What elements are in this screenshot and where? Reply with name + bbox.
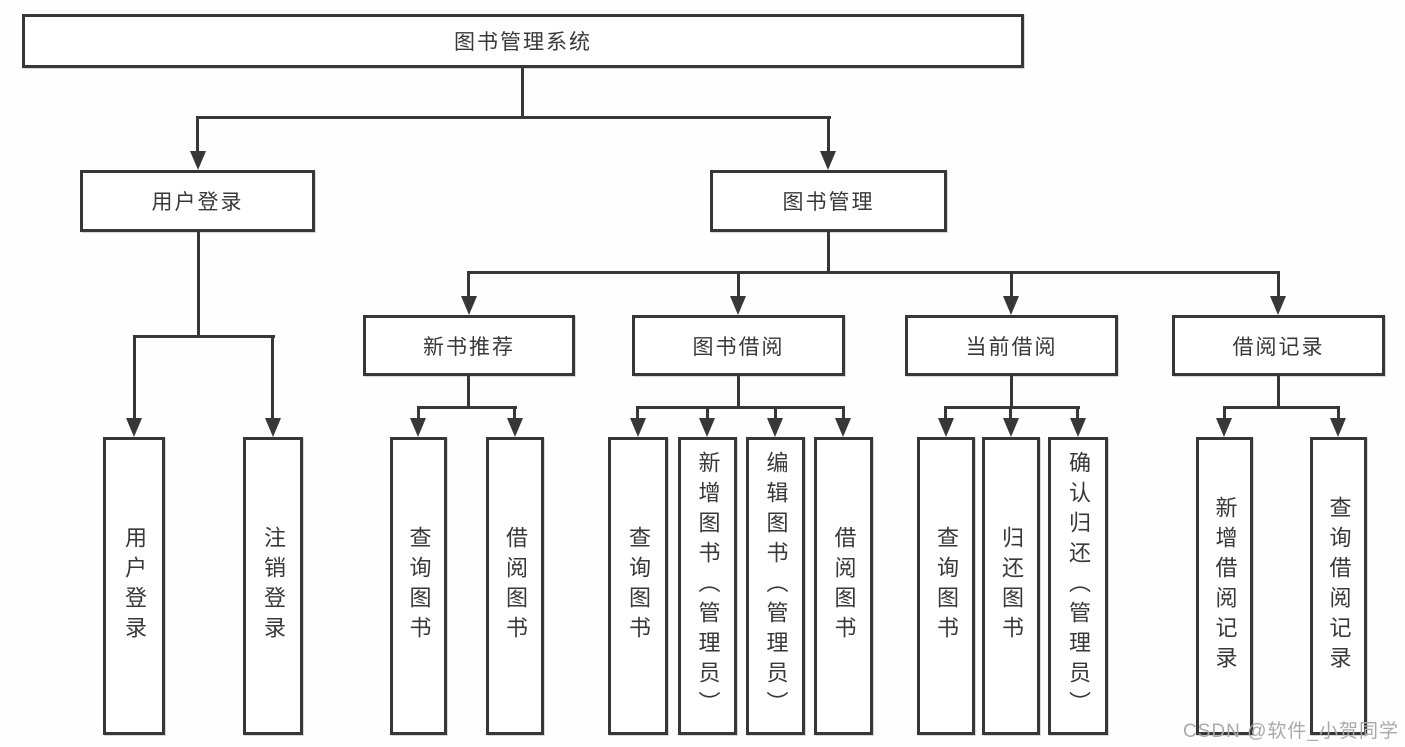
connector-line (196, 116, 199, 152)
arrowhead-down-icon (1003, 296, 1019, 315)
leaf-label: 借阅图书 (831, 526, 857, 646)
connector-line (417, 406, 420, 420)
leaf-label: 借阅图书 (503, 526, 528, 646)
connector-line (467, 376, 470, 409)
leaf-borrow-books: 借阅图书 (814, 437, 873, 735)
leaf-label: 新增借阅记录 (1212, 496, 1238, 676)
leaf-label: 确认归还（管理员） (1066, 451, 1091, 721)
arrowhead-down-icon (730, 296, 746, 315)
leaf-label: 编辑图书（管理员） (763, 451, 789, 721)
node-label: 当前借阅 (965, 335, 1058, 359)
leaf-label: 注销登录 (261, 526, 286, 646)
node-label: 图书管理 (782, 191, 875, 214)
arrowhead-down-icon (461, 296, 477, 315)
node-system-root: 图书管理系统 (22, 14, 1024, 68)
arrowhead-down-icon (767, 418, 783, 437)
arrowhead-down-icon (1216, 418, 1232, 437)
leaf-logout: 注销登录 (243, 437, 303, 735)
connector-line (737, 376, 740, 409)
leaf-label: 查询借阅记录 (1326, 496, 1352, 676)
arrowhead-down-icon (820, 151, 836, 170)
arrowhead-down-icon (126, 418, 142, 437)
arrowhead-down-icon (938, 418, 954, 437)
node-user-login: 用户登录 (80, 170, 315, 232)
node-borrow-records: 借阅记录 (1172, 315, 1385, 376)
node-book-borrow: 图书借阅 (632, 315, 845, 376)
connector-line (521, 68, 524, 119)
leaf-label: 新增图书（管理员） (695, 451, 721, 721)
leaf-edit-books-admin: 编辑图书（管理员） (746, 437, 805, 735)
connector-line (636, 406, 639, 420)
leaf-query-borrow-record: 查询借阅记录 (1310, 437, 1367, 735)
connector-line (1223, 406, 1340, 409)
leaf-query-books-current: 查询图书 (917, 437, 975, 735)
node-label: 图书管理系统 (454, 31, 592, 54)
arrowhead-down-icon (265, 418, 281, 437)
connector-line (1076, 406, 1079, 420)
leaf-label: 用户登录 (122, 526, 147, 646)
connector-line (417, 406, 517, 409)
connector-line (842, 406, 845, 420)
node-label: 图书借阅 (692, 335, 785, 359)
connector-line (1010, 271, 1013, 298)
connector-line (1337, 406, 1340, 420)
node-new-book-recommend: 新书推荐 (363, 315, 575, 376)
leaf-add-borrow-record: 新增借阅记录 (1196, 437, 1253, 735)
leaf-return-books: 归还图书 (982, 437, 1040, 735)
connector-line (197, 232, 200, 338)
arrowhead-down-icon (1003, 418, 1019, 437)
node-book-management: 图书管理 (710, 170, 947, 232)
arrowhead-down-icon (630, 418, 646, 437)
node-label: 新书推荐 (423, 335, 515, 359)
arrowhead-down-icon (835, 418, 851, 437)
connector-line (1010, 376, 1013, 409)
arrowhead-down-icon (699, 418, 715, 437)
leaf-label: 查询图书 (934, 526, 959, 646)
connector-line (467, 271, 470, 298)
node-label: 借阅记录 (1232, 335, 1325, 359)
connector-line (737, 271, 740, 298)
connector-line (944, 406, 1080, 409)
connector-line (513, 406, 516, 420)
csdn-watermark: CSDN @软件_小贺同学 (1183, 721, 1399, 742)
connector-line (1277, 376, 1280, 409)
connector-line (468, 271, 1280, 274)
connector-line (1009, 406, 1012, 420)
leaf-query-books-borrow: 查询图书 (608, 437, 668, 735)
connector-line (271, 335, 274, 419)
arrowhead-down-icon (507, 418, 523, 437)
leaf-label: 查询图书 (626, 526, 651, 646)
connector-line (706, 406, 709, 420)
arrowhead-down-icon (1070, 418, 1086, 437)
connector-line (636, 406, 845, 409)
arrowhead-down-icon (410, 418, 426, 437)
connector-line (133, 335, 136, 419)
node-label: 用户登录 (151, 191, 244, 214)
arrowhead-down-icon (190, 151, 206, 170)
node-current-borrow: 当前借阅 (905, 315, 1118, 376)
leaf-confirm-return-admin: 确认归还（管理员） (1048, 437, 1108, 735)
leaf-borrow-books-recommend: 借阅图书 (486, 437, 544, 735)
leaf-label: 查询图书 (406, 526, 432, 646)
connector-line (774, 406, 777, 420)
connector-line (827, 116, 830, 152)
connector-line (1223, 406, 1226, 420)
arrowhead-down-icon (1330, 418, 1346, 437)
leaf-query-books-recommend: 查询图书 (390, 437, 447, 735)
leaf-user-login: 用户登录 (103, 437, 165, 735)
connector-line (827, 232, 830, 274)
arrowhead-down-icon (1270, 296, 1286, 315)
leaf-label: 归还图书 (999, 526, 1024, 646)
leaf-add-books-admin: 新增图书（管理员） (678, 437, 737, 735)
connector-line (944, 406, 947, 420)
connector-line (133, 335, 275, 338)
connector-line (1277, 271, 1280, 298)
connector-line (196, 116, 831, 119)
